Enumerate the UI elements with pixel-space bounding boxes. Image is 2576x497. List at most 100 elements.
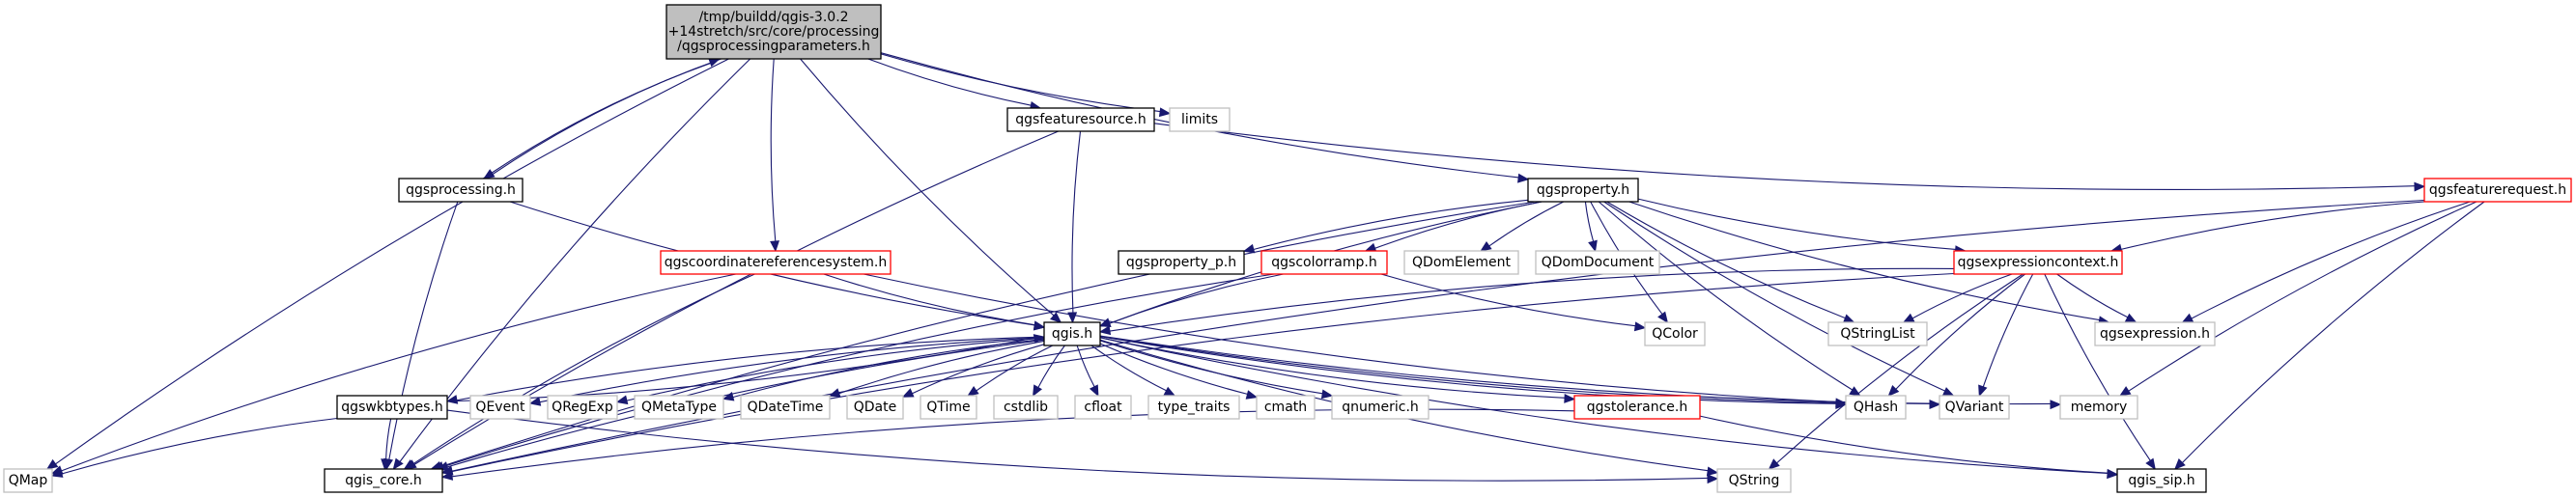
edge-line [863, 273, 1837, 403]
edge-arrowhead [1768, 458, 1780, 470]
node-box [665, 4, 882, 60]
node-box [1573, 395, 1701, 420]
node-qgswkbtypes[interactable]: qgswkbtypes.h [336, 395, 448, 420]
node-qgsfeaturerequest[interactable]: qgsfeaturerequest.h [2423, 178, 2572, 203]
edge-line [1099, 337, 1566, 399]
node-box [1331, 395, 1430, 420]
node-box [1043, 321, 1101, 346]
node-qgis-sip[interactable]: qgis_sip.h [2116, 468, 2207, 493]
node-qgsproperty[interactable]: qgsproperty.h [1527, 178, 1639, 203]
edge-qgis-to-type_traits [1090, 345, 1176, 397]
edge-arrowhead [1707, 474, 1719, 484]
edge-qgis-to-memory [1099, 335, 2062, 410]
node-label: qgsexpression.h [2100, 326, 2210, 342]
node-box [1260, 250, 1388, 275]
edge-line [451, 272, 1955, 473]
edge-arrowhead [2145, 457, 2156, 471]
edge-arrowhead [1564, 394, 1576, 403]
edge-arrowhead [405, 459, 417, 470]
node-qdate: QDate [846, 395, 904, 420]
node-label: memory [2071, 400, 2128, 415]
edge-arrowhead [828, 388, 841, 398]
edge-arrowhead [1033, 320, 1046, 331]
edge-line [440, 201, 1536, 468]
node-label: qgscoordinatereferencesystem.h [665, 255, 888, 270]
node-label: qgsprocessing.h [406, 182, 516, 198]
edge-qgswkbtypes-to-qgis_core [381, 418, 392, 471]
node-label: QEvent [475, 400, 525, 415]
edge-arrowhead [50, 468, 64, 478]
edge-qgsfeaturerequest-to-qgsexpression [2181, 201, 2471, 323]
edge-qgsfeaturesource-to-qgsfeaturerequest [1153, 123, 2426, 192]
node-label: type_traits [1158, 400, 1231, 415]
edge-qgswkbtypes-to-qstring [446, 409, 1719, 484]
edge-qgis-to-cfloat [1076, 345, 1099, 398]
edge-arrowhead [1706, 466, 1719, 477]
node-root[interactable]: /tmp/buildd/qgis-3.0.2+14stretch/src/cor… [665, 4, 882, 60]
node-box [547, 395, 618, 420]
edge-qgsprocessing-to-root [482, 57, 721, 179]
node-box [1527, 178, 1639, 203]
node-qgstolerance[interactable]: qgstolerance.h [1573, 395, 1701, 420]
node-qvariant: QVariant [1939, 395, 2010, 420]
node-label: QString [1729, 473, 1780, 488]
node-qgis-core[interactable]: qgis_core.h [324, 468, 443, 493]
node-label: /qgsprocessingparameters.h [677, 39, 870, 54]
node-label: qgscolorramp.h [1271, 255, 1376, 270]
edge-arrowhead [1245, 390, 1259, 400]
edge-arrowhead [1849, 386, 1861, 397]
edge-line [1090, 345, 1167, 392]
node-qgscolorramp[interactable]: qgscolorramp.h [1260, 250, 1388, 275]
edge-qgsproperty-to-qdomelement [1480, 201, 1565, 252]
edge-line [1253, 199, 1529, 251]
edge-arrowhead [1588, 239, 1598, 253]
edge-line [456, 336, 1045, 401]
node-qcolor: QColor [1644, 321, 1706, 346]
edge-line [1776, 273, 2024, 464]
edge-arrowhead [1242, 243, 1256, 254]
edge-arrowhead [1657, 311, 1669, 324]
node-qgis[interactable]: qgis.h [1043, 321, 1101, 346]
edge-arrowhead [528, 397, 542, 406]
node-qgsproperty-p[interactable]: qgsproperty_p.h [1118, 250, 1245, 275]
node-label: qgis_core.h [345, 473, 422, 488]
edge-arrowhead [967, 385, 979, 397]
edge-qgis-to-qnumeric [1099, 340, 1334, 400]
edge-arrowhead [1887, 385, 1900, 397]
edge-line [482, 62, 711, 179]
edge-qgsproperty-to-qstringlist [1606, 201, 1855, 323]
edge-qgscolorramp-to-qgis [1098, 273, 1284, 327]
edge-qgis-to-qmetatype [722, 338, 1045, 401]
edge-line [1598, 201, 1854, 391]
edge-qgsfeaturerequest-to-qgis_sip [2174, 201, 2485, 470]
edge-root-to-limits [880, 53, 1172, 118]
node-qgsexpressioncontext[interactable]: qgsexpressioncontext.h [1953, 250, 2123, 275]
edge-arrowhead [2124, 313, 2137, 323]
node-label: cfloat [1084, 400, 1122, 415]
node-qgsprocessing[interactable]: qgsprocessing.h [398, 178, 524, 203]
node-box [1845, 395, 1907, 420]
node-label: QHash [1854, 400, 1898, 415]
node-label: qgstolerance.h [1587, 400, 1687, 415]
node-qgscrs[interactable]: qgscoordinatereferencesystem.h [660, 250, 892, 275]
edge-arrowhead [45, 458, 59, 470]
edge-qgsexpressioncontext-to-qgis_core [440, 272, 1955, 476]
edge-arrowhead [1158, 107, 1172, 118]
edge-arrowhead [437, 461, 449, 471]
edge-root-to-qgis [800, 58, 1062, 323]
edge-arrowhead [1941, 387, 1955, 397]
node-label: QTime [926, 400, 970, 415]
edge-line [1153, 123, 2416, 191]
node-qgsfeaturesource[interactable]: qgsfeaturesource.h [1006, 107, 1155, 132]
node-label: qgsproperty.h [1537, 182, 1629, 198]
edge-line [1099, 337, 2109, 475]
node-label: +14stretch/src/core/processing [668, 24, 880, 40]
edge-line [1099, 335, 2052, 405]
edge-arrowhead [1098, 325, 1112, 336]
node-box [2059, 395, 2138, 420]
node-box [1953, 250, 2123, 275]
edge-arrowhead [1842, 314, 1855, 323]
node-box [1006, 107, 1155, 132]
edge-line [2182, 201, 2485, 463]
edge-line [1099, 335, 1931, 404]
